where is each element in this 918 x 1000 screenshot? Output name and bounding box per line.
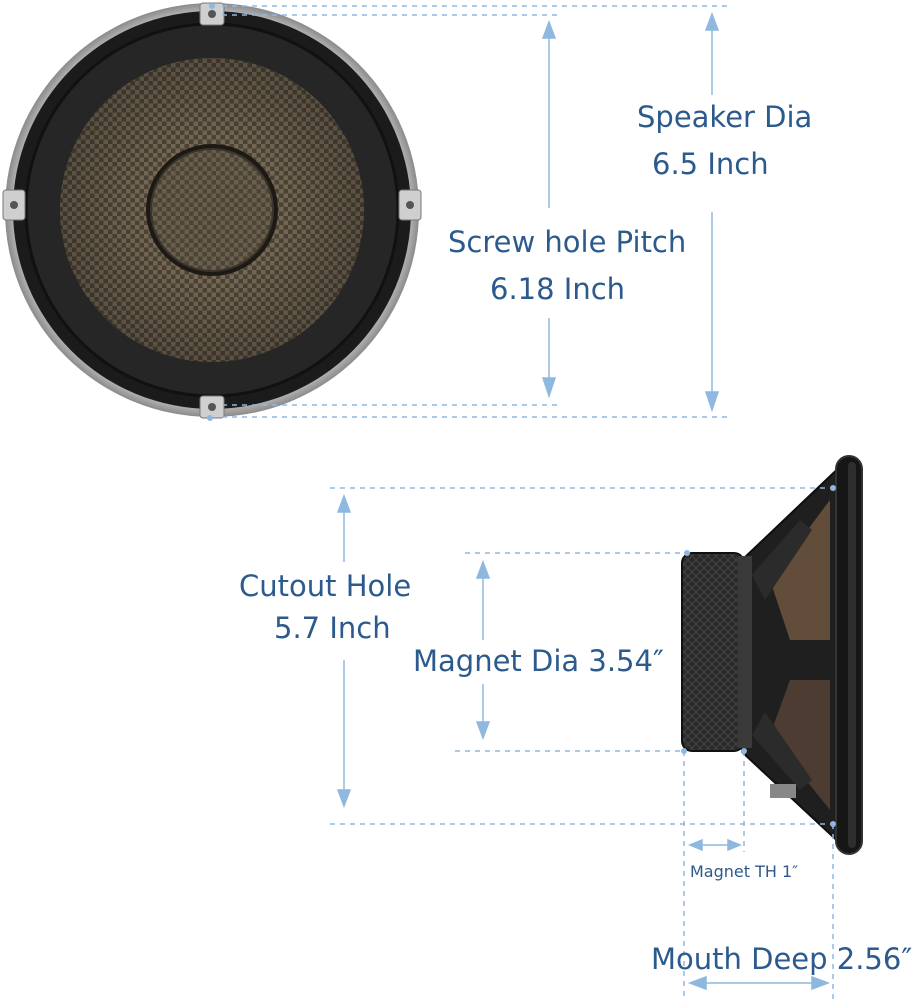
magnet-th-label: Magnet TH 1″	[690, 862, 799, 881]
dimension-arrows	[336, 11, 831, 991]
dimension-guides	[222, 5, 834, 1000]
speaker-dia-title: Speaker Dia	[637, 100, 813, 134]
screw-holes	[10, 10, 414, 411]
speaker-dia-value: 6.5 Inch	[652, 147, 769, 181]
speaker-side-magnet	[681, 552, 745, 752]
speaker-side-view	[681, 455, 863, 855]
screw-pitch-title: Screw hole Pitch	[448, 225, 687, 259]
speaker-front-view	[2, 2, 422, 421]
speaker-terminal	[770, 784, 796, 798]
screw-pitch-value: 6.18 Inch	[490, 272, 626, 306]
cutout-hole-value: 5.7 Inch	[274, 611, 391, 645]
cutout-hole-title: Cutout Hole	[239, 569, 412, 603]
mouth-deep-label: Mouth Deep 2.56″	[651, 942, 913, 976]
magnet-dia-label: Magnet Dia 3.54″	[413, 644, 664, 678]
